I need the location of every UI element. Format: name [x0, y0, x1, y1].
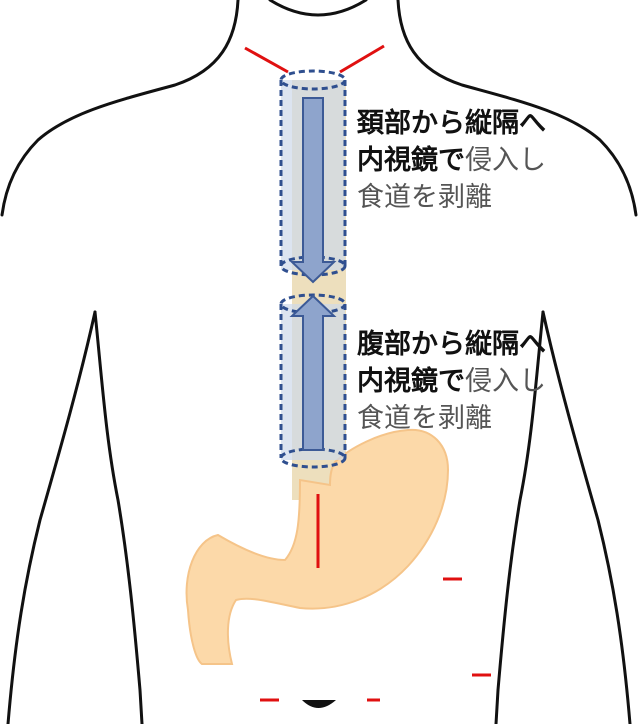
- upper-caption-line1: 頚部から縦隔へ: [357, 108, 546, 139]
- upper-caption-line2-normal: 侵入し: [465, 145, 546, 176]
- upper-caption-line3: 食道を剥離: [357, 182, 492, 213]
- lower-caption-line2-bold: 内視鏡で: [357, 366, 465, 397]
- left-torso-side: [93, 310, 144, 726]
- neck-incision-right: [339, 44, 385, 74]
- left-arm-inner: [6, 310, 97, 726]
- neck-incision-left: [244, 46, 289, 74]
- navel: [302, 700, 336, 708]
- upper-caption-line2-bold: 内視鏡で: [357, 145, 465, 176]
- incision-marks: [244, 44, 491, 702]
- right-arm-inner: [541, 310, 632, 726]
- upper-down-arrow: [289, 97, 337, 284]
- right-shoulder-outline: [396, 0, 638, 217]
- lower-caption-line2-normal: 侵入し: [465, 366, 546, 397]
- lower-up-arrow: [289, 294, 337, 451]
- lower-caption: 腹部から縦隔へ 内視鏡で侵入し 食道を剥離: [357, 326, 546, 437]
- lower-caption-line3: 食道を剥離: [357, 403, 492, 434]
- neck-chin-line: [268, 0, 368, 17]
- right-torso-side: [494, 310, 545, 726]
- left-shoulder-outline: [0, 0, 240, 217]
- lower-caption-line1: 腹部から縦隔へ: [357, 329, 546, 360]
- upper-caption: 頚部から縦隔へ 内視鏡で侵入し 食道を剥離: [357, 105, 546, 216]
